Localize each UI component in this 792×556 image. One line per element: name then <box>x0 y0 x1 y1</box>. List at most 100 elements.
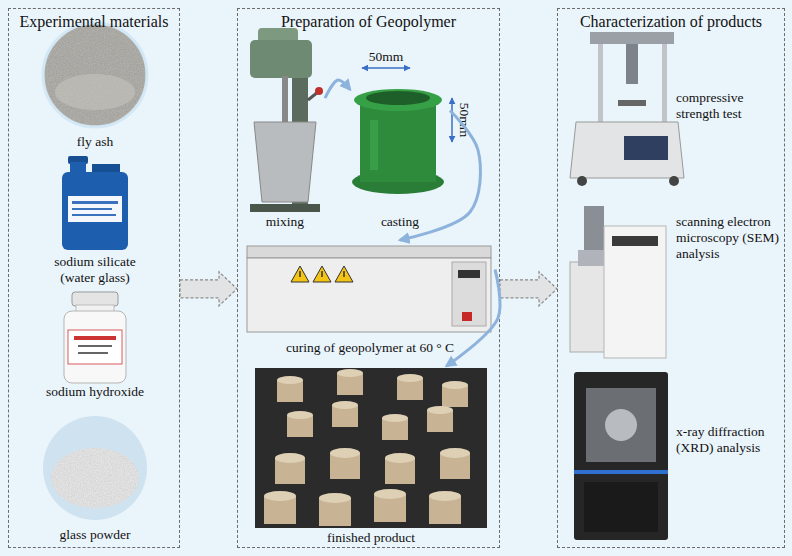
sem-instrument <box>570 206 666 358</box>
material-item: glass powder <box>40 414 150 546</box>
process-step: finished product <box>253 366 489 546</box>
bottle-body <box>64 311 126 383</box>
mixer-knob <box>315 87 323 95</box>
machine-crossbar <box>590 32 674 44</box>
warning-mark <box>299 271 301 277</box>
sample-cylinder <box>277 380 303 402</box>
machine-actuator <box>626 44 638 84</box>
item-caption: compressive strength test <box>676 90 776 122</box>
photo-background <box>255 368 487 528</box>
item-caption: x-ray diffraction (XRD) analysis <box>676 424 788 456</box>
sample-cylinder <box>330 453 360 479</box>
process-step: mixing <box>245 26 325 232</box>
xrd-stripe <box>574 470 668 474</box>
jug-handle <box>92 164 120 176</box>
item-caption: sodium silicate (water glass) <box>40 254 150 286</box>
jug-label-line <box>72 214 116 216</box>
fly-ash-texture <box>45 25 145 125</box>
machine-display <box>624 136 668 160</box>
dimension-line <box>362 67 410 69</box>
oven-body <box>247 258 491 332</box>
test-method: scanning electron microscopy (SEM) analy… <box>565 196 780 362</box>
warning-sign <box>291 266 309 282</box>
item-caption: finished product <box>253 530 489 546</box>
mixer-bowl <box>254 122 316 202</box>
dimension-label: 50mm <box>360 49 412 65</box>
panel-title: Characterization of products <box>557 14 785 30</box>
panel-title: Experimental materials <box>8 14 180 30</box>
jug-label-line <box>72 208 112 210</box>
sample-top <box>382 414 408 422</box>
machine-base <box>570 122 684 178</box>
warning-sign <box>335 266 353 282</box>
sample-top <box>337 369 363 377</box>
flow-arrow <box>180 272 237 306</box>
oven-display <box>458 270 480 278</box>
glass-powder-circle <box>43 416 147 520</box>
mold-opening <box>366 91 430 105</box>
bottle-label-line <box>78 352 108 354</box>
sample-cylinder <box>374 494 406 522</box>
sodium-hydroxide-bottle <box>64 292 126 383</box>
flow-arrow <box>500 272 557 306</box>
mixer-base <box>250 204 320 212</box>
material-item: sodium silicate (water glass) <box>30 156 160 288</box>
sample-cylinder <box>385 458 415 484</box>
mixer-machine <box>250 28 323 212</box>
sem-side-unit <box>570 262 610 352</box>
sample-cylinder <box>264 496 296 524</box>
sample-cylinder <box>287 415 313 437</box>
glass-powder-texture <box>51 448 139 508</box>
sample-cylinder <box>319 498 351 526</box>
warning-sign <box>313 266 331 282</box>
sample-top <box>442 381 468 389</box>
sem-chamber <box>578 250 612 266</box>
sample-top <box>287 411 313 419</box>
panel-title: Preparation of Geopolymer <box>237 14 500 30</box>
sample-top <box>429 491 461 501</box>
warning-mark <box>343 271 345 277</box>
mold-highlight <box>370 120 378 170</box>
machine-platen <box>618 100 646 106</box>
curing-oven <box>247 246 491 332</box>
oven-switch <box>462 312 472 321</box>
oven-lid <box>247 246 491 258</box>
sample-cylinder <box>427 410 453 432</box>
mixer-column <box>292 40 308 208</box>
sample-cylinder <box>397 378 423 400</box>
sample-top <box>264 491 296 501</box>
mold-rim <box>354 89 442 111</box>
sample-cylinder <box>429 496 461 524</box>
fly-ash-circle <box>43 23 147 127</box>
sample-top <box>332 401 358 409</box>
xrd-lower-panel <box>584 482 658 532</box>
jug-neck <box>70 162 86 174</box>
xrd-goniometer <box>605 409 637 441</box>
process-step: curing of geopolymer at 60 ° C <box>245 240 495 358</box>
bottle-label-line <box>78 345 112 347</box>
mold-body <box>360 98 436 182</box>
warning-mark <box>321 271 323 277</box>
test-method: x-ray diffraction (XRD) analysis <box>565 366 780 546</box>
oven-control-panel <box>452 262 486 326</box>
item-caption: glass powder <box>40 527 150 543</box>
item-caption: sodium hydroxide <box>30 384 160 400</box>
machine-wheel <box>669 176 679 186</box>
sample-cylinder <box>440 453 470 479</box>
jug-cap <box>68 156 88 164</box>
item-caption: fly ash <box>40 134 150 150</box>
xrd-instrument <box>574 372 668 540</box>
item-caption: mixing <box>245 214 325 230</box>
process-arrow <box>447 270 501 367</box>
machine-rod <box>598 44 603 124</box>
process-arrow <box>325 80 350 98</box>
material-item: fly ash <box>40 22 150 152</box>
sample-top <box>427 406 453 414</box>
item-caption: curing of geopolymer at 60 ° C <box>245 340 495 356</box>
sample-top <box>397 374 423 382</box>
sample-cylinder <box>337 373 363 395</box>
glass-powder-photo <box>43 416 147 520</box>
bottle-label <box>68 330 122 364</box>
xrd-window <box>586 388 656 462</box>
